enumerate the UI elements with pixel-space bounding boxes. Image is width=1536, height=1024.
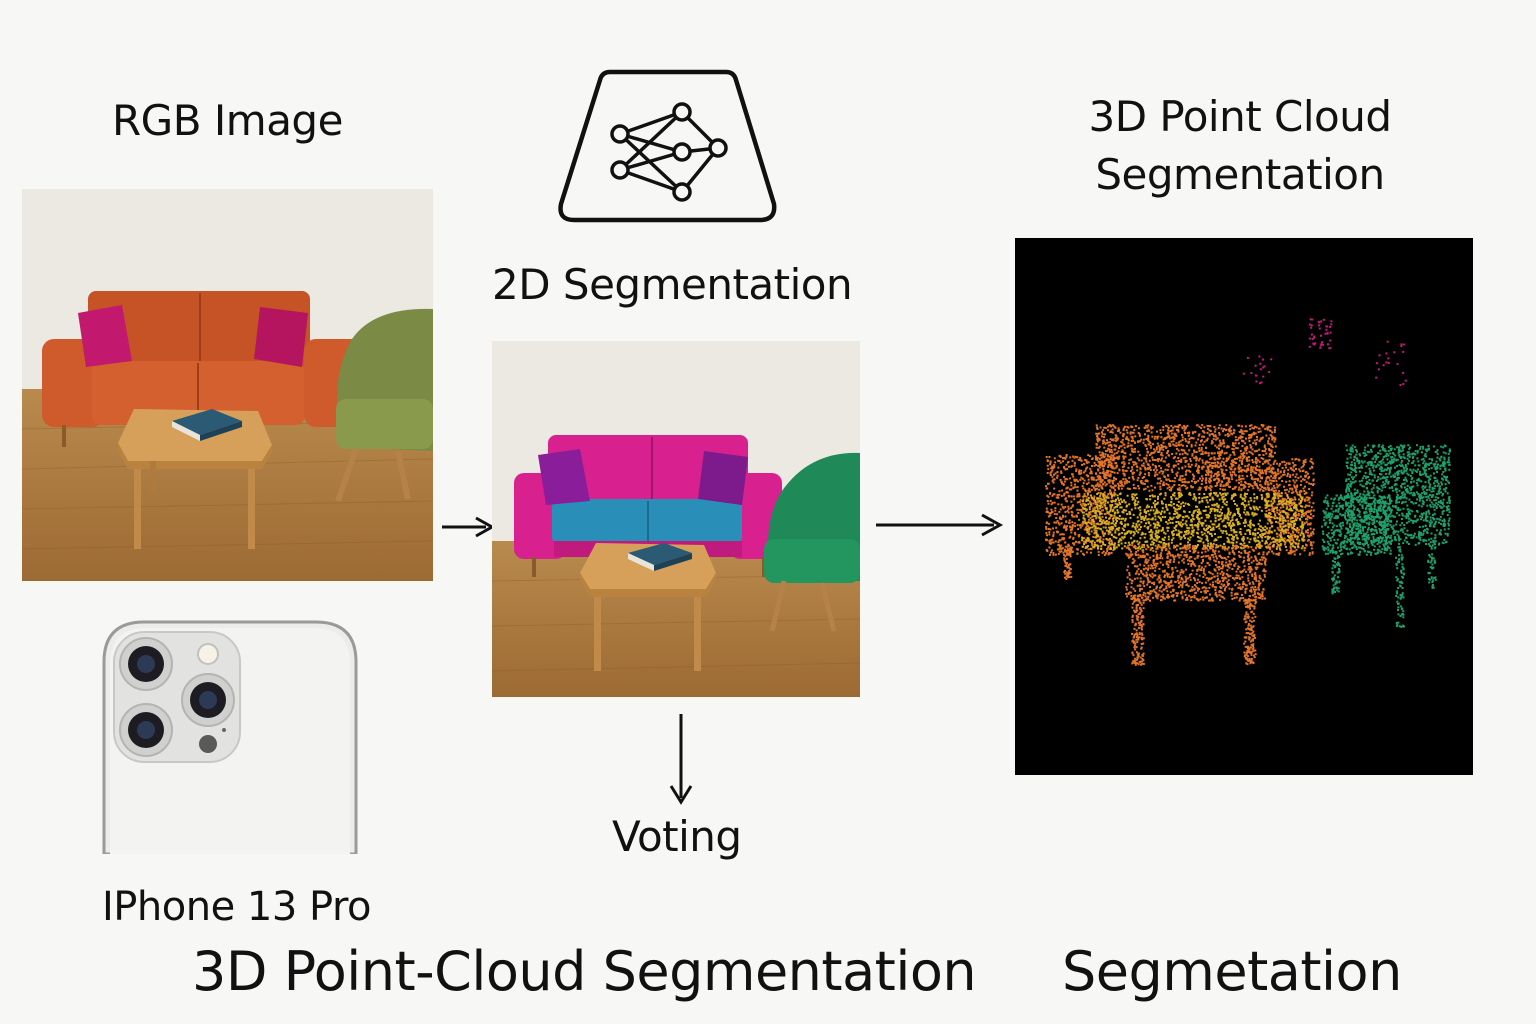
segmentation-2d-image [492,341,860,697]
device-label: IPhone 13 Pro [102,884,372,930]
point-cloud-label-line2: Segmentation [1095,150,1385,199]
point-cloud-segmentation-image [1015,238,1473,775]
neural-network-icon [556,66,780,226]
point-cloud-segmentation-label: 3D Point Cloud Segmentation [1020,88,1460,204]
arrow-seg-to-pointcloud [874,512,1004,538]
arrow-rgb-to-seg [440,515,496,539]
footer-title: 3D Point-Cloud Segmentation [192,940,977,1003]
arrow-seg-to-voting [668,712,694,806]
voting-label: Voting [612,812,742,861]
iphone-camera-icon [100,618,360,854]
footer-subtitle: Segmetation [1062,940,1402,1003]
rgb-image-label: RGB Image [112,96,343,145]
point-cloud-label-line1: 3D Point Cloud [1088,92,1392,141]
segmentation-2d-label: 2D Segmentation [492,260,853,309]
rgb-image-photo [22,189,433,581]
